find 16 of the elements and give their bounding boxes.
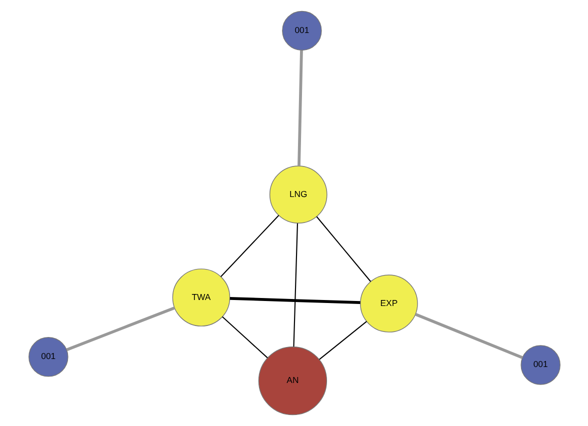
connector: [316, 216, 371, 282]
node-circle: LNG: [268, 166, 327, 224]
node-circle: EXP: [360, 274, 418, 332]
node-circle: TWA: [172, 268, 230, 326]
node-circle: 001: [520, 345, 560, 385]
node-circle: 001: [282, 10, 322, 51]
connector: [222, 316, 268, 358]
node-circle: 001: [28, 337, 68, 377]
connector: [229, 296, 360, 304]
connector: [220, 215, 279, 278]
connector: [297, 50, 302, 166]
connector: [318, 321, 366, 360]
node-circle: AN: [258, 346, 327, 416]
connector: [414, 313, 522, 359]
connector: [292, 223, 298, 347]
connector: [66, 306, 175, 352]
